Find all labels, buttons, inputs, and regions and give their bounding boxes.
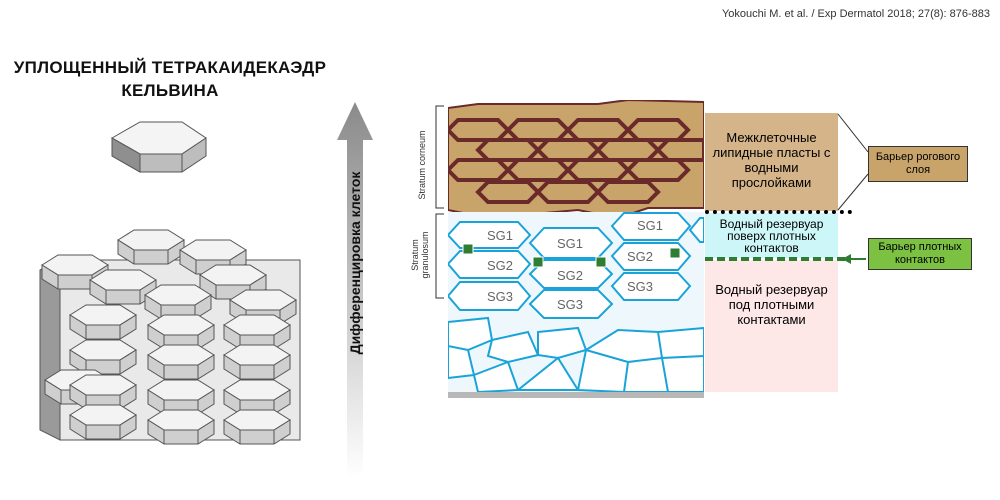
reservoir-above-box: [705, 213, 838, 258]
reservoir-above-label: Водный резервуар поверх плотных контакто…: [719, 217, 824, 255]
sg3-label-a: SG3: [486, 289, 513, 304]
lipid-box: [705, 113, 838, 211]
single-kelvin-cell: [110, 121, 207, 173]
tight-junction-1: [462, 243, 474, 255]
stratum-granulosum-label: Stratum granulosum: [410, 231, 430, 279]
sg1-label-a: SG1: [486, 228, 513, 243]
sg2-cell-a: [448, 250, 532, 279]
title-line-1: УПЛОЩЕННЫЙ ТЕТРАКАИДЕКАЭДР: [13, 58, 327, 77]
kelvin-illustration: [39, 121, 301, 445]
tj-barrier-line: [705, 257, 845, 261]
sg1-label-c: SG1: [636, 218, 663, 233]
tj-barrier-arrow: [842, 254, 866, 264]
differentiation-arrow: [337, 102, 373, 478]
tight-junction-3: [595, 256, 607, 268]
sg2-cell-b: [528, 259, 614, 289]
sg3-label-b: SG3: [556, 297, 583, 312]
title-line-2: КЕЛЬВИНА: [121, 81, 219, 100]
lipid-label: Межклеточные липидные пласты с водными п…: [712, 130, 831, 190]
reservoir-below-box: [705, 260, 838, 392]
sg1-cell-b: [528, 227, 614, 259]
tj-barrier-box: Барьер плотных контактов: [868, 238, 972, 270]
tight-junction-2: [532, 256, 544, 268]
skin-cross-section: [448, 100, 704, 398]
sg2-label-c: SG2: [626, 249, 653, 264]
corneum-barrier-box: Барьер рогового слоя: [868, 146, 968, 182]
sg3-cell-c: [610, 272, 692, 301]
tight-junctions: [462, 243, 681, 268]
sg2-label-a: SG2: [486, 258, 513, 273]
corneum-callout-lines: [837, 113, 869, 211]
sg2-label-b: SG2: [556, 268, 583, 283]
tight-junction-4: [669, 247, 681, 259]
sg1-cell-d: [688, 217, 704, 243]
differentiation-label: Дифференцировка клеток: [347, 171, 363, 355]
sg1-cell-c: [610, 212, 692, 241]
stratum-corneum-label: Stratum corneum: [417, 130, 427, 200]
corneum-barrier-line: [705, 210, 852, 214]
basal-strip: [448, 392, 704, 398]
page-title: УПЛОЩЕННЫЙ ТЕТРАКАИДЕКАЭДР КЕЛЬВИНА: [0, 56, 340, 102]
sg1-cell-a: [448, 221, 532, 249]
citation: Yokouchi M. et al. / Exp Dermatol 2018; …: [721, 8, 990, 20]
kelvin-cell-stack: [39, 229, 301, 445]
sg3-label-c: SG3: [626, 279, 653, 294]
sg3-cell-a: [448, 281, 532, 311]
reservoir-below-label: Водный резервуар под плотными контактами: [715, 282, 828, 327]
layer-brackets: [435, 105, 444, 299]
sg1-label-b: SG1: [556, 236, 583, 251]
stratum-corneum: [448, 100, 704, 220]
sg3-cell-b: [528, 289, 614, 319]
